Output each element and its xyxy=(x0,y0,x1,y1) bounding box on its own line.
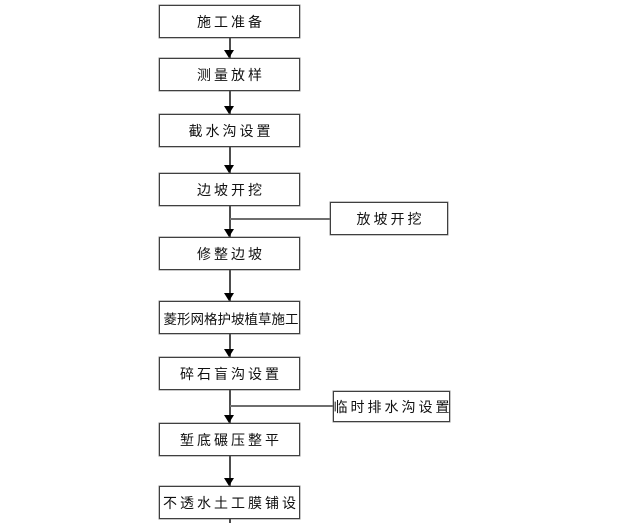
connector-line xyxy=(229,147,231,173)
connector-line xyxy=(229,334,231,357)
arrow-down-icon xyxy=(224,165,234,173)
arrow-down-icon xyxy=(224,106,234,114)
connector-line xyxy=(229,456,231,486)
flow-step-intercepting-ditch: 截水沟设置 xyxy=(159,114,300,147)
flow-step-label: 不透水土工膜铺设 xyxy=(163,496,299,512)
flow-step-base-rolling-leveling: 堑底碾压整平 xyxy=(159,423,300,456)
flow-step-label: 截水沟设置 xyxy=(188,124,274,140)
flow-step-label: 堑底碾压整平 xyxy=(180,433,282,449)
flow-step-label: 碎石盲沟设置 xyxy=(180,367,282,383)
flow-step-construction-preparation: 施工准备 xyxy=(159,5,300,38)
arrow-down-icon xyxy=(224,349,234,357)
branch-box-temp-drainage-ditch: 临时排水沟设置 xyxy=(333,391,450,422)
arrow-down-icon xyxy=(224,415,234,423)
branch-connector-line xyxy=(230,218,330,220)
flow-step-label: 边坡开挖 xyxy=(197,183,265,199)
arrow-down-icon xyxy=(224,50,234,58)
flow-step-trim-slope: 修整边坡 xyxy=(159,237,300,270)
connector-line xyxy=(229,390,231,423)
flow-step-geomembrane-laying: 不透水土工膜铺设 xyxy=(159,486,300,519)
arrow-down-icon xyxy=(224,478,234,486)
connector-line xyxy=(229,91,231,114)
flow-step-survey-setting-out: 测量放样 xyxy=(159,58,300,91)
flow-step-label: 测量放样 xyxy=(197,68,265,84)
connector-line xyxy=(229,270,231,301)
connector-line xyxy=(229,38,231,58)
flow-step-gravel-blind-ditch: 碎石盲沟设置 xyxy=(159,357,300,390)
branch-connector-line xyxy=(230,405,333,407)
branch-box-label: 临时排水沟设置 xyxy=(333,400,453,416)
flow-step-grid-grass-planting: 菱形网格护坡植草施工 xyxy=(159,301,300,334)
arrow-down-icon xyxy=(224,293,234,301)
branch-box-sloped-excavation: 放坡开挖 xyxy=(330,202,448,235)
arrow-down-icon xyxy=(224,229,234,237)
connector-line xyxy=(229,206,231,237)
branch-box-label: 放坡开挖 xyxy=(356,212,425,228)
flow-step-label: 修整边坡 xyxy=(197,247,265,263)
flow-step-label: 菱形网格护坡植草施工 xyxy=(163,311,299,327)
flow-step-slope-excavation: 边坡开挖 xyxy=(159,173,300,206)
connector-line xyxy=(229,519,231,523)
flow-step-label: 施工准备 xyxy=(197,15,265,31)
